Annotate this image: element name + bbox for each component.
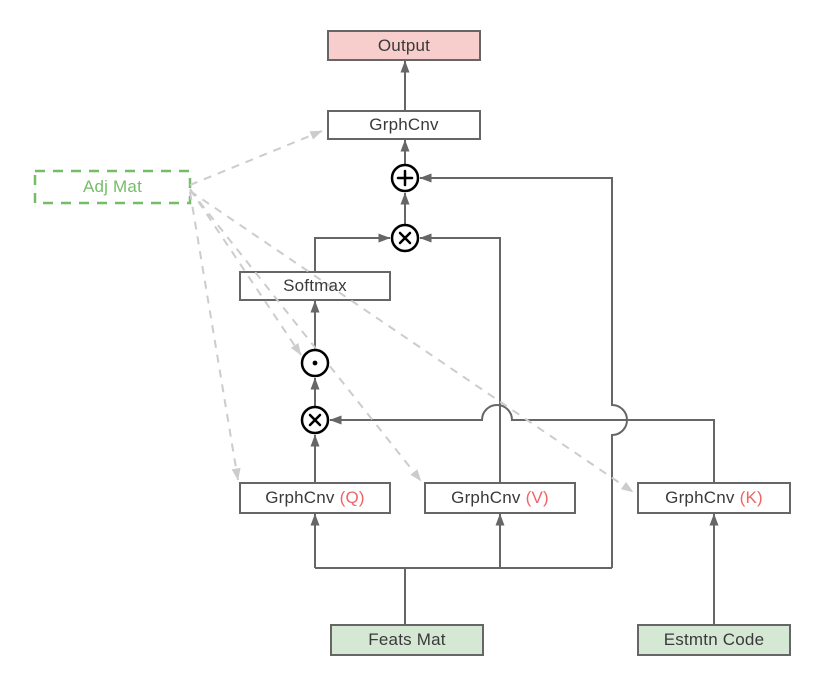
edge-k-to-matmul: [329, 404, 715, 483]
grphcnv-q-node-box: [239, 482, 391, 514]
dashed-edge-adj-to-grphcnv: [189, 130, 323, 186]
output-node-box: [327, 30, 481, 61]
grphcnv-k-node-box: [637, 482, 791, 514]
estmtn-code-node-box: [637, 624, 791, 656]
edge-v-to-matmul: [419, 233, 501, 483]
dashed-edge-adj-to-v: [189, 189, 422, 482]
edge-residual-to-add: [419, 173, 628, 568]
feats-mat-node-box: [330, 624, 484, 656]
dot-glyph: [312, 360, 318, 366]
edge-softmax-to-matmul: [314, 233, 391, 272]
times-glyph: [308, 413, 322, 427]
dashed-edge-adj-to-hadamard: [189, 188, 302, 356]
dashed-edge-adj-to-q: [189, 191, 241, 481]
grphcnv-top-node-box: [327, 110, 481, 140]
grphcnv-v-node-box: [424, 482, 576, 514]
adj-mat-node-box: [33, 169, 192, 205]
plus-glyph: [396, 169, 414, 187]
times-glyph: [398, 231, 412, 245]
